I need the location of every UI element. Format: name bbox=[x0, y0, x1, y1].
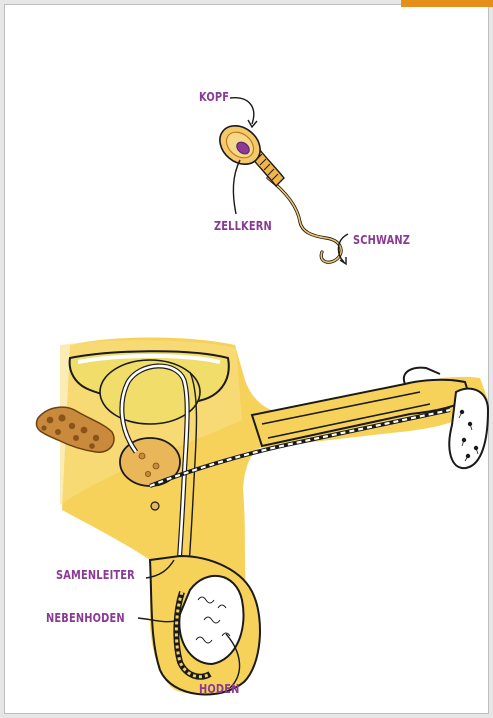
label-hoden: HODEN bbox=[199, 682, 240, 696]
sperm-cell-illustration bbox=[212, 98, 348, 264]
label-zellkern: ZELLKERN bbox=[214, 219, 272, 233]
label-kopf: KOPF bbox=[199, 90, 229, 104]
label-nebenhoden: NEBENHODEN bbox=[46, 611, 125, 625]
sperm-tail bbox=[268, 178, 341, 262]
label-samenleiter: SAMENLEITER bbox=[56, 568, 135, 582]
male-anatomy-illustration bbox=[36, 338, 488, 695]
label-schwanz: SCHWANZ bbox=[353, 233, 410, 247]
zellkern-pointer bbox=[233, 160, 240, 214]
kopf-pointer bbox=[230, 98, 254, 124]
